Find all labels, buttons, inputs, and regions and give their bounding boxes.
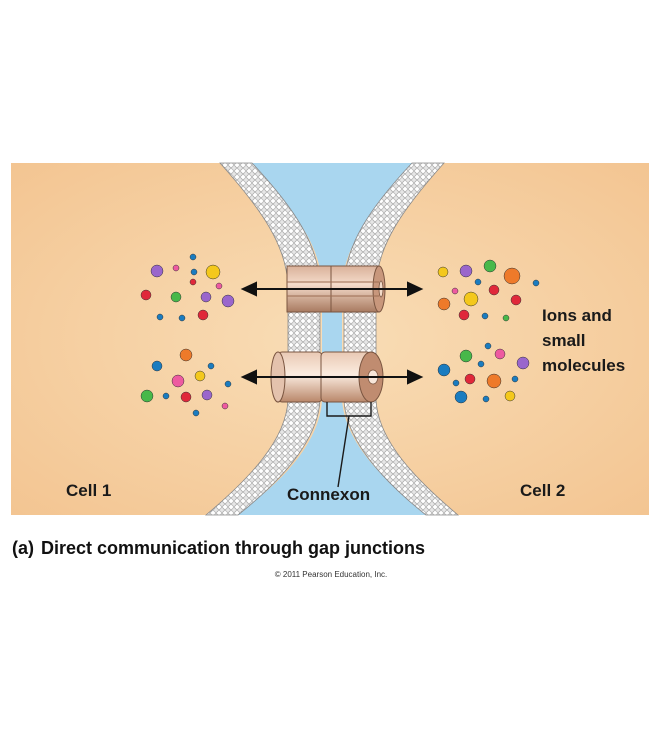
diffusion-arrows bbox=[240, 281, 424, 385]
cell2-membrane bbox=[343, 162, 460, 516]
ions-and-small-molecules-label: Ions and small molecules bbox=[542, 303, 625, 378]
connexon-label: Connexon bbox=[287, 485, 371, 504]
molecules-cell2-lower bbox=[437, 342, 530, 404]
cell1-label: Cell 1 bbox=[66, 481, 112, 500]
copyright-notice: © 2011 Pearson Education, Inc. bbox=[274, 570, 388, 579]
cell1-membrane bbox=[204, 162, 321, 516]
ions-label-line1: Ions and bbox=[542, 306, 612, 325]
connexon-pointer bbox=[326, 402, 372, 488]
ions-label-line3: molecules bbox=[542, 356, 626, 375]
molecules-cell1-lower bbox=[140, 348, 232, 417]
figure-caption: (a) Direct communication through gap junc… bbox=[12, 538, 425, 559]
cell2-label: Cell 2 bbox=[520, 481, 566, 500]
caption-tag: (a) bbox=[12, 538, 34, 558]
molecules-cell2-upper bbox=[437, 259, 540, 322]
molecules-cell1-upper bbox=[140, 253, 235, 322]
ions-label-line2: small bbox=[542, 331, 586, 350]
caption-text: Direct communication through gap junctio… bbox=[41, 538, 426, 558]
extracellular-space bbox=[236, 163, 430, 515]
